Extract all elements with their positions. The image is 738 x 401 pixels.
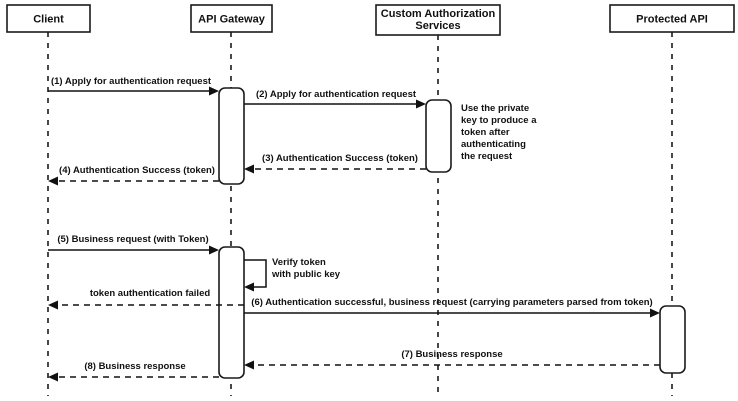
participant-label-custom-authorization-services-line1: Custom Authorization [381, 8, 496, 20]
message-7-label: (7) Business response [401, 349, 502, 360]
message-5[interactable]: (5) Business request (with Token) [48, 234, 219, 255]
message-2[interactable]: (2) Apply for authentication request [244, 89, 426, 109]
message-4-arrowhead [48, 176, 58, 186]
activation-bar-custom-authorization-services[interactable] [425, 99, 452, 173]
message-2-label: (2) Apply for authentication request [256, 89, 417, 100]
message-3[interactable]: (3) Authentication Success (token) [244, 153, 426, 174]
message-4-label: (4) Authentication Success (token) [59, 165, 215, 176]
activation-bar-protected-api[interactable] [659, 305, 686, 374]
participant-custom-authorization-services[interactable]: Custom Authorization Services [375, 4, 501, 36]
message-8-arrowhead [48, 372, 58, 382]
self-message-verify-token[interactable]: Verify token with public key [244, 257, 341, 292]
participant-label-api-gateway: API Gateway [198, 13, 266, 25]
participant-label-protected-api: Protected API [636, 13, 708, 25]
participant-label-client: Client [33, 13, 64, 25]
self-message-verify-token-arrowhead [244, 282, 254, 292]
message-token-authentication-failed-arrowhead [48, 300, 58, 310]
message-7-arrowhead [244, 360, 254, 370]
message-token-authentication-failed[interactable]: token authentication failed [48, 288, 244, 310]
message-5-arrowhead [209, 245, 219, 255]
message-2-arrowhead [416, 99, 426, 109]
note-private-key-line-4: authenticating [461, 139, 526, 150]
note-private-key-line-3: token after [461, 127, 510, 138]
message-1-label: (1) Apply for authentication request [51, 76, 212, 87]
lifelines-group [47, 32, 673, 396]
message-6[interactable]: (6) Authentication successful, business … [244, 297, 660, 318]
message-3-arrowhead [244, 164, 254, 174]
participant-api-gateway[interactable]: API Gateway [190, 4, 273, 33]
note-private-key-line-1: Use the private [461, 103, 529, 114]
activation-bar-api-gateway-business[interactable] [218, 246, 245, 379]
message-8-label: (8) Business response [84, 361, 185, 372]
message-5-label: (5) Business request (with Token) [57, 234, 208, 245]
message-6-arrowhead [650, 308, 660, 318]
self-message-verify-token-path [244, 259, 267, 288]
participant-client[interactable]: Client [6, 4, 91, 33]
message-token-authentication-failed-label: token authentication failed [90, 288, 211, 299]
message-4[interactable]: (4) Authentication Success (token) [48, 165, 219, 186]
activation-bar-api-gateway-auth[interactable] [218, 87, 245, 185]
message-6-label: (6) Authentication successful, business … [251, 297, 652, 308]
participant-label-custom-authorization-services-line2: Services [415, 20, 460, 32]
message-1-arrowhead [209, 86, 219, 96]
participant-protected-api[interactable]: Protected API [609, 4, 735, 33]
self-message-verify-token-label-line1: Verify token [272, 257, 326, 268]
self-message-verify-token-label-line2: with public key [271, 269, 341, 280]
message-8[interactable]: (8) Business response [48, 361, 219, 382]
note-private-key-line-5: the request [461, 151, 513, 162]
note-private-key-line-2: key to produce a [461, 115, 537, 126]
message-7[interactable]: (7) Business response [244, 349, 660, 370]
note-private-key: Use the private key to produce a token a… [461, 103, 537, 162]
message-3-label: (3) Authentication Success (token) [262, 153, 418, 164]
message-1[interactable]: (1) Apply for authentication request [48, 76, 219, 96]
